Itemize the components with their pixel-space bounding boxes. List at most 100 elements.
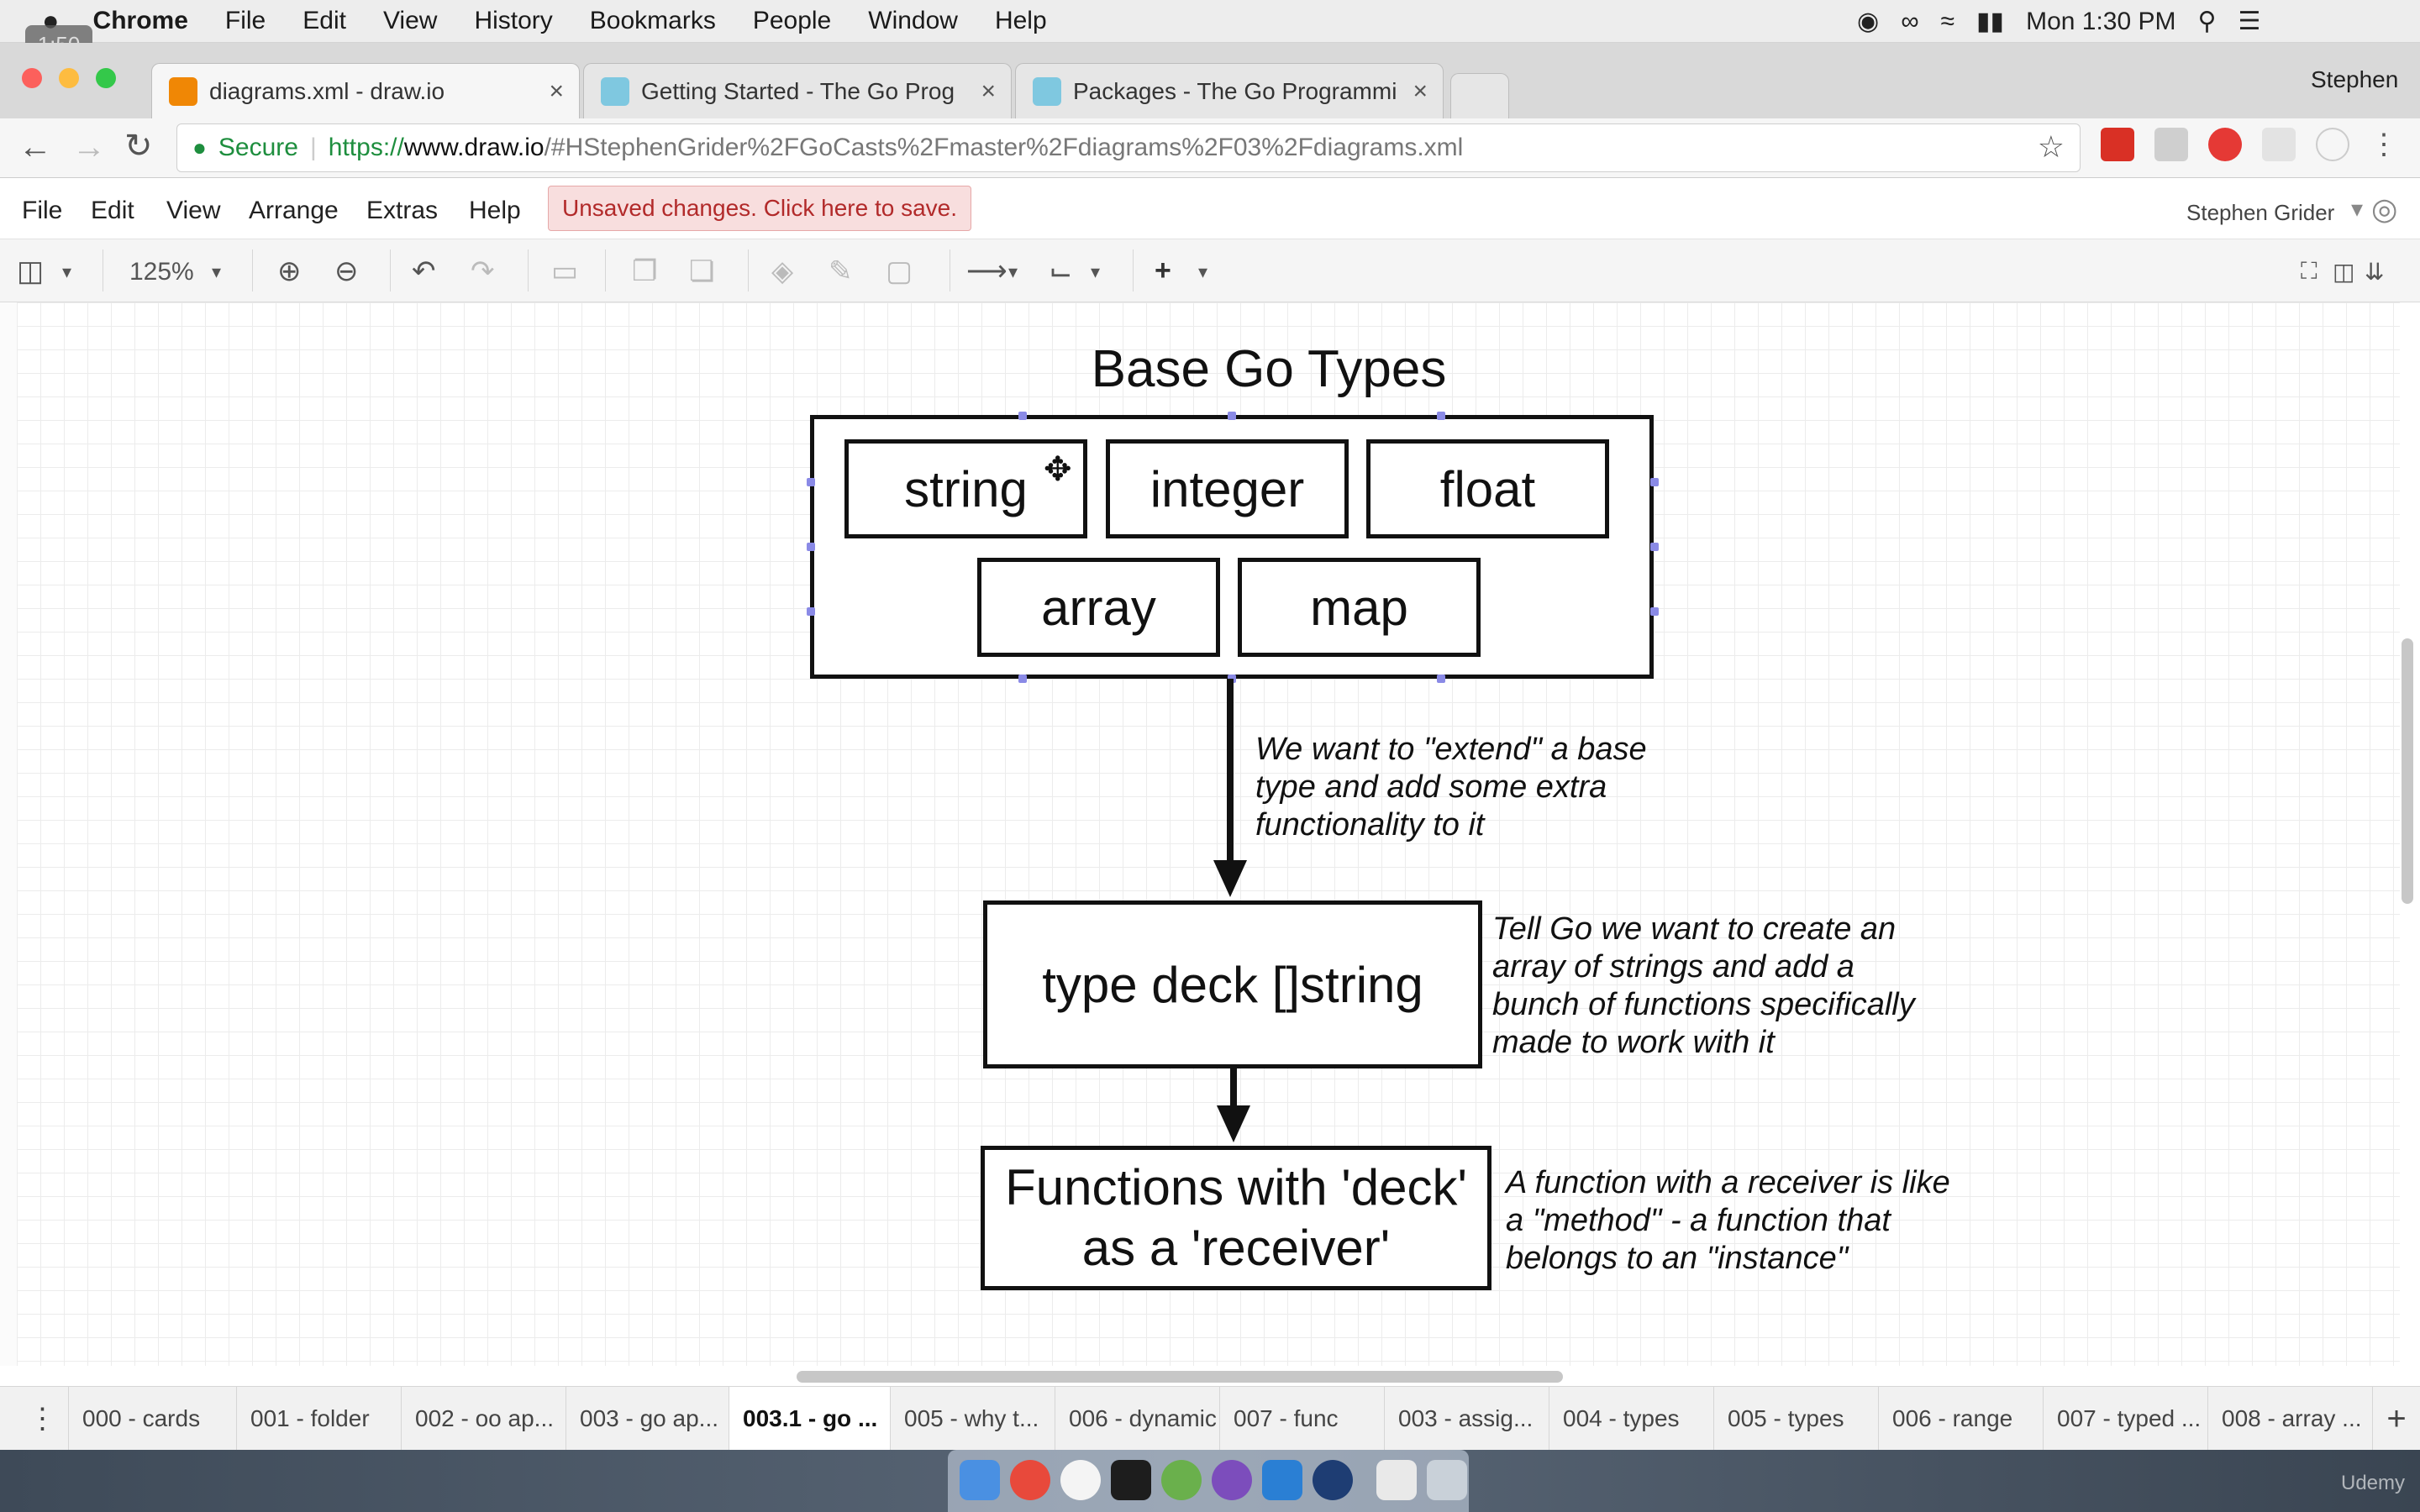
drawio-menu-extras[interactable]: Extras [366,197,439,224]
drawio-menu-file[interactable]: File [22,197,63,224]
page-tab[interactable]: 005 - why t... [891,1387,1055,1451]
selection-handle[interactable] [1650,607,1659,616]
notification-list-icon[interactable]: ☰ [2238,8,2261,35]
type-box-array[interactable]: array [977,558,1220,657]
vscode-icon[interactable] [1262,1460,1302,1500]
delete-icon[interactable]: ▭ [551,255,579,287]
vertical-scrollbar-thumb[interactable] [2402,638,2413,904]
quicktime-icon[interactable] [1313,1460,1353,1500]
browser-tab-drawio[interactable]: diagrams.xml - draw.io × [151,63,580,118]
drawio-user[interactable]: Stephen Grider [2186,200,2335,225]
page-tab[interactable]: 003 - go ap... [566,1387,729,1451]
selection-handle[interactable] [1437,412,1445,420]
waypoints-icon[interactable]: ⌙ [1049,255,1073,287]
menu-help[interactable]: Help [994,7,1047,34]
connection-arrow-icon[interactable]: ⟶ [966,255,1007,287]
terminal-icon[interactable] [1111,1460,1151,1500]
page-tab[interactable]: 001 - folder [237,1387,402,1451]
close-tab-icon[interactable]: × [1413,77,1428,105]
receiver-functions-box[interactable]: Functions with 'deck' as a 'receiver' [981,1146,1491,1290]
menu-people[interactable]: People [752,7,832,34]
pages-menu-icon[interactable]: ⋮ [17,1387,69,1451]
extension-p-icon[interactable] [2316,128,2349,161]
add-page-icon[interactable]: + [2386,1399,2407,1437]
atom-icon[interactable] [1161,1460,1202,1500]
toggle-panel-icon[interactable]: ◫ [2333,259,2355,285]
extension-red-icon[interactable] [2101,128,2134,161]
documents-folder-icon[interactable] [1376,1460,1417,1500]
battery-icon[interactable]: ▮▮ [1976,8,2005,35]
fill-color-icon[interactable]: ◈ [771,255,794,287]
browser-tab-getting-started[interactable]: Getting Started - The Go Prog × [583,63,1012,118]
type-box-float[interactable]: float [1366,439,1609,538]
insert-plus-icon[interactable]: + [1155,255,1171,286]
menu-history[interactable]: History [474,7,553,34]
shadow-icon[interactable]: ▢ [886,255,913,287]
extension-drive-icon[interactable] [2154,128,2188,161]
fullscreen-icon[interactable]: ⛶ [2301,258,2317,284]
record-icon[interactable]: ◉ [1857,8,1880,35]
back-icon[interactable]: ← [18,129,52,165]
page-tab[interactable]: 006 - dynamic [1055,1387,1220,1451]
close-tab-icon[interactable]: × [981,77,996,105]
menu-edit[interactable]: Edit [302,7,346,34]
reload-icon[interactable]: ↻ [124,128,153,165]
feather-app-icon[interactable] [1212,1460,1252,1500]
finder-icon[interactable] [960,1460,1000,1500]
horizontal-scrollbar-thumb[interactable] [797,1371,1563,1383]
forward-icon[interactable]: → [72,129,106,165]
format-panel-icon[interactable]: ◫ [17,255,45,287]
selection-handle[interactable] [1228,412,1236,420]
bookmark-star-icon[interactable]: ☆ [2037,129,2065,164]
selection-handle[interactable] [1650,543,1659,551]
new-tab-button[interactable] [1450,73,1509,118]
user-dropdown-icon[interactable]: ▾ [2351,196,2364,222]
chevron-down-icon[interactable]: ▾ [1198,261,1208,282]
browser-tab-packages[interactable]: Packages - The Go Programmi × [1015,63,1444,118]
menu-window[interactable]: Window [868,7,958,34]
chrome-menu-icon[interactable]: ⋮ [2370,129,2398,160]
selection-handle[interactable] [807,607,815,616]
unsaved-changes-banner[interactable]: Unsaved changes. Click here to save. [548,186,972,231]
chevron-down-icon[interactable]: ▾ [1091,261,1101,282]
page-tab[interactable]: 004 - types [1549,1387,1714,1451]
to-back-icon[interactable]: ❏ [689,255,715,287]
language-globe-icon[interactable]: ◎ [2371,192,2398,226]
diagram-title[interactable]: Base Go Types [1091,340,1447,398]
type-box-string[interactable]: string [844,439,1087,538]
note-deck[interactable]: Tell Go we want to create an array of st… [1492,911,1915,1062]
selection-handle[interactable] [807,478,815,486]
menu-bookmarks[interactable]: Bookmarks [589,7,716,34]
drawio-menu-help[interactable]: Help [469,197,521,224]
undo-icon[interactable]: ↶ [412,255,436,287]
page-tab-active[interactable]: 003.1 - go ... [729,1387,891,1451]
drawio-menu-arrange[interactable]: Arrange [249,197,339,224]
page-tab[interactable]: 000 - cards [69,1387,237,1451]
page-tab[interactable]: 005 - types [1714,1387,1879,1451]
trash-icon[interactable] [1427,1460,1467,1500]
wifi-icon[interactable]: ≈ [1940,7,1955,35]
profile-name[interactable]: Stephen [2311,66,2399,92]
collapse-chevrons-icon[interactable]: ⇊ [2365,259,2385,285]
menu-view[interactable]: View [382,7,438,34]
page-tab[interactable]: 006 - range [1879,1387,2044,1451]
redo-icon[interactable]: ↷ [471,255,495,287]
diagram-canvas[interactable]: Base Go Types string ✥ integer float arr… [17,302,2400,1366]
page-tab[interactable]: 003 - assig... [1385,1387,1549,1451]
page-tab[interactable]: 008 - array ... [2208,1387,2373,1451]
zoom-in-icon[interactable]: ⊕ [277,255,302,287]
extension-feather-icon[interactable] [2262,128,2296,161]
chrome-icon[interactable] [1010,1460,1050,1500]
window-close-button[interactable] [22,68,42,88]
left-sidebar-collapsed[interactable] [0,302,18,1366]
chevron-down-icon[interactable]: ▾ [62,261,72,282]
selection-handle[interactable] [807,543,815,551]
extension-opera-icon[interactable] [2208,128,2242,161]
zoom-out-icon[interactable]: ⊖ [334,255,359,287]
drawio-menu-edit[interactable]: Edit [91,197,134,224]
page-tab[interactable]: 007 - typed ... [2044,1387,2208,1451]
deck-type-box[interactable]: type deck []string [983,900,1482,1068]
note-extend[interactable]: We want to "extend" a base type and add … [1255,731,1647,844]
selection-handle[interactable] [1650,478,1659,486]
clock[interactable]: Mon 1:30 PM [2026,7,2176,35]
